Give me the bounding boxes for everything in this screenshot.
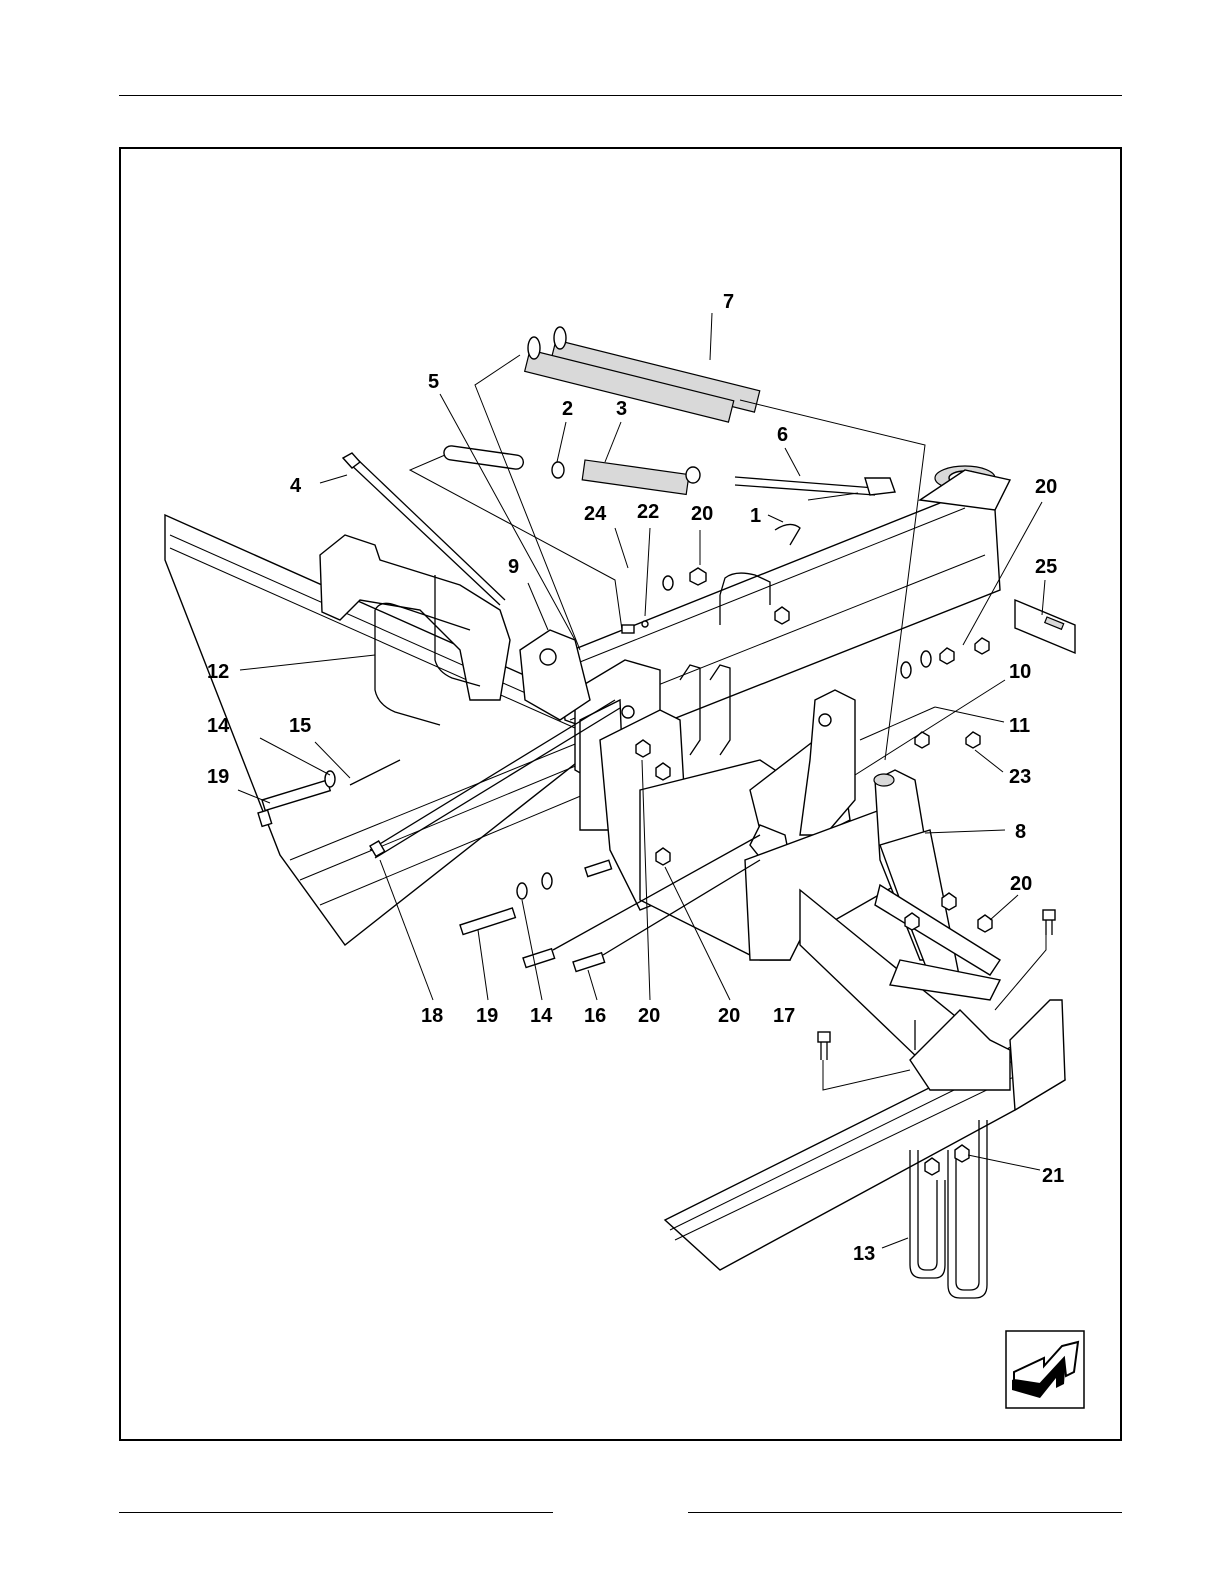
- callout-4: 4: [290, 475, 302, 497]
- decal-25: [1015, 600, 1075, 653]
- callout-20: 20: [691, 503, 713, 525]
- callout-2: 2: [562, 398, 573, 420]
- callout-6: 6: [777, 424, 788, 446]
- callout-14: 14: [207, 715, 230, 737]
- callout-25: 25: [1035, 556, 1057, 578]
- callout-13: 13: [853, 1243, 875, 1265]
- footer-rule-right: [688, 1512, 1122, 1513]
- callout-20: 20: [718, 1005, 740, 1027]
- callout-20: 20: [638, 1005, 660, 1027]
- callout-22: 22: [637, 501, 659, 523]
- callout-9: 9: [508, 556, 519, 578]
- right-frame-beam: [665, 1000, 1065, 1270]
- callout-12: 12: [207, 661, 229, 683]
- callout-19: 19: [476, 1005, 498, 1027]
- callout-18: 18: [421, 1005, 443, 1027]
- callout-20: 20: [1010, 873, 1032, 895]
- callout-3: 3: [616, 398, 627, 420]
- callout-5: 5: [428, 371, 439, 393]
- callout-16: 16: [584, 1005, 606, 1027]
- callout-19: 19: [207, 766, 229, 788]
- callout-14: 14: [530, 1005, 553, 1027]
- callout-7: 7: [723, 291, 734, 313]
- callout-17: 17: [773, 1005, 795, 1027]
- footer-rule-left: [119, 1512, 553, 1513]
- callout-1: 1: [750, 505, 761, 527]
- callout-23: 23: [1009, 766, 1031, 788]
- next-page-arrow-icon[interactable]: [1006, 1331, 1084, 1408]
- callout-10: 10: [1009, 661, 1031, 683]
- callout-8: 8: [1015, 821, 1026, 843]
- spring-rod-assembly: [443, 445, 895, 545]
- callout-11: 11: [1009, 715, 1030, 737]
- callout-15: 15: [289, 715, 311, 737]
- callout-20: 20: [1035, 476, 1057, 498]
- callout-24: 24: [584, 503, 607, 525]
- callout-21: 21: [1042, 1165, 1064, 1187]
- extension-springs: [525, 327, 760, 422]
